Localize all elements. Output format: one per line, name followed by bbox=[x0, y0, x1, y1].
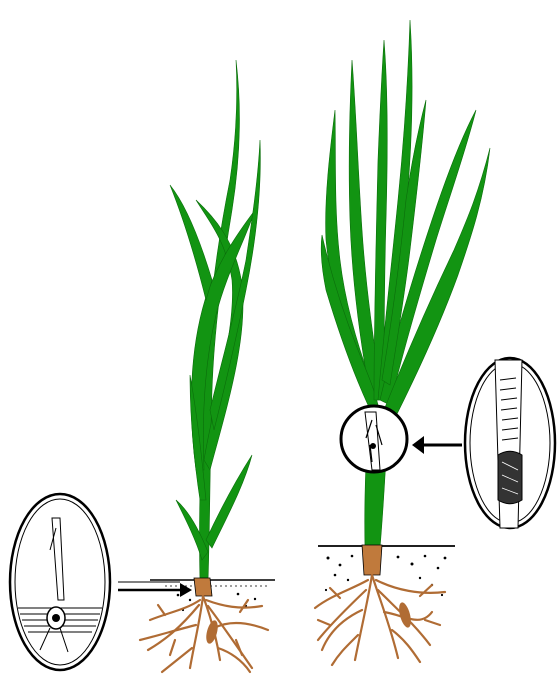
right-arrow bbox=[412, 436, 462, 454]
left-plant-leaves bbox=[170, 60, 260, 582]
stem-zoom-circle bbox=[341, 406, 407, 472]
right-plant-roots bbox=[315, 575, 445, 665]
right-soil-surface bbox=[318, 546, 455, 596]
left-arrow bbox=[118, 582, 192, 597]
left-stem-base bbox=[194, 578, 212, 596]
left-inset-oval bbox=[10, 494, 110, 670]
right-plant bbox=[315, 20, 490, 665]
left-plant bbox=[140, 60, 275, 672]
right-inset-oval bbox=[465, 358, 555, 528]
right-plant-leaves bbox=[321, 20, 490, 548]
left-plant-roots bbox=[140, 596, 268, 672]
right-stem-base bbox=[362, 545, 382, 575]
